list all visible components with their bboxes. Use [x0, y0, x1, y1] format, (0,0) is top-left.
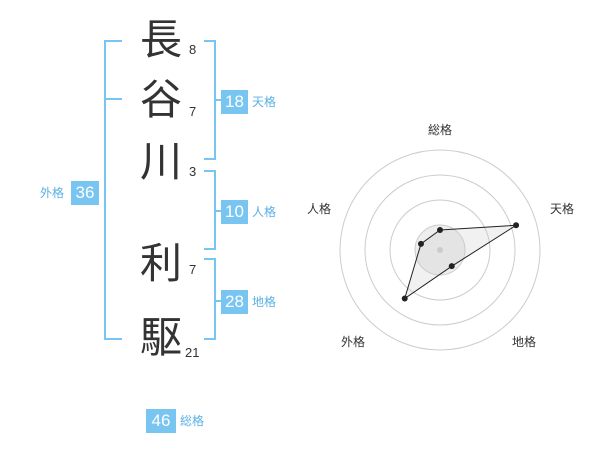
axis-label-tenkaku: 天格 [550, 201, 574, 216]
character-2: 谷 [139, 75, 182, 124]
radar-ring-4 [339, 149, 541, 351]
character-5: 駆 [139, 313, 182, 362]
chikaku-bracket [204, 258, 216, 340]
jinkaku-badge: 10 [221, 200, 248, 224]
radar-ring-2 [389, 199, 491, 301]
stroke-count-2: 7 [189, 104, 197, 119]
axis-label-gaikaku: 外格 [341, 334, 365, 349]
tenkaku-badge: 18 [221, 90, 248, 114]
tenkaku-bracket-connector [214, 99, 222, 101]
radar-chart: 総格 天格 地格 外格 人格 [307, 122, 574, 351]
gaikaku-badge: 36 [71, 181, 99, 205]
radar-ring-1 [414, 224, 466, 276]
radar-ring-3 [364, 174, 516, 326]
radar-point-1 [437, 227, 443, 233]
tenkaku-label: 天格 [252, 95, 277, 109]
jinkaku-label: 人格 [252, 205, 277, 219]
gaikaku-label: 外格 [40, 186, 65, 200]
radar-point-3 [448, 263, 455, 270]
jinkaku-bracket-connector [214, 210, 222, 212]
character-4: 利 [139, 239, 182, 288]
gaikaku-bracket [104, 40, 122, 340]
chikaku-badge: 28 [221, 290, 248, 314]
radar-center [437, 247, 443, 253]
stroke-count-1: 8 [189, 42, 197, 57]
axis-label-jinkaku: 人格 [307, 201, 331, 216]
axis-label-soukaku: 総格 [428, 122, 452, 137]
chikaku-bracket-connector [214, 300, 222, 302]
radar-rings [339, 149, 541, 351]
stroke-count-3: 3 [189, 164, 197, 179]
soukaku-badge: 46 [146, 409, 176, 433]
character-1: 長 [139, 15, 182, 64]
radar-point-4 [401, 295, 408, 302]
character-3: 川 [139, 137, 182, 186]
radar-point-5 [417, 240, 424, 247]
stroke-count-4: 7 [189, 262, 197, 277]
radar-shape [403, 224, 517, 300]
axis-label-chikaku: 地格 [512, 334, 536, 349]
gaikaku-bracket-tick [104, 98, 122, 100]
radar-points [401, 222, 520, 302]
radar-point-2 [513, 222, 520, 229]
soukaku-label: 総格 [180, 414, 205, 428]
stroke-count-5: 21 [185, 345, 200, 360]
chikaku-label: 地格 [252, 295, 277, 309]
